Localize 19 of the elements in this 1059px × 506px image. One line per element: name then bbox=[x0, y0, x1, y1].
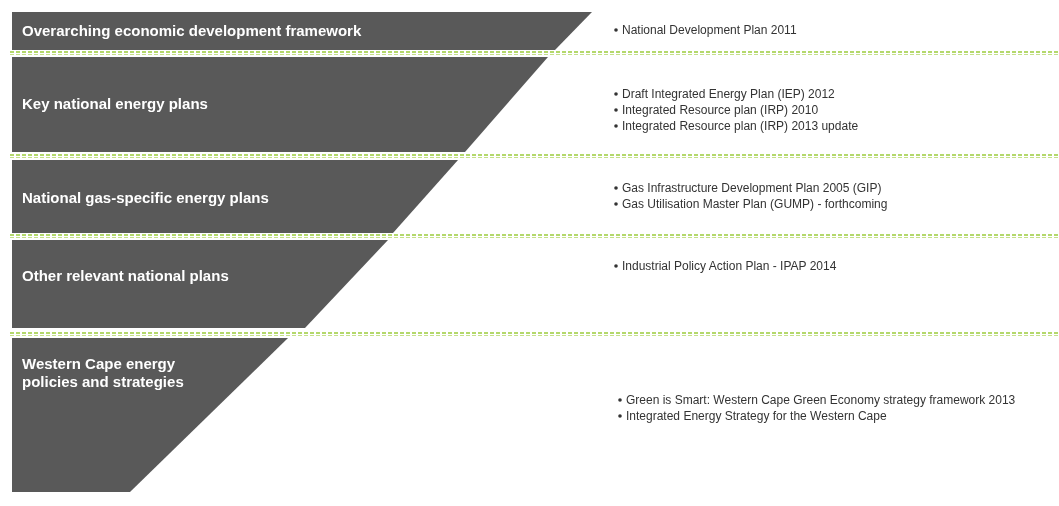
bullet-item: Integrated Resource plan (IRP) 2013 update bbox=[622, 119, 859, 133]
trapezoid-band bbox=[12, 160, 458, 233]
bullet-item: Gas Utilisation Master Plan (GUMP) - forthcoming bbox=[622, 197, 888, 211]
bullet-item: Green is Smart: Western Cape Green Economy strategy framework 2013 bbox=[626, 393, 1016, 407]
bullet-item: Integrated Energy Strategy for the Western Cape bbox=[626, 409, 887, 423]
band-title: Other relevant national plans bbox=[22, 267, 230, 285]
band-title: Key national energy plans bbox=[22, 95, 209, 113]
bullet-item: Draft Integrated Energy Plan (IEP) 2012 bbox=[622, 87, 835, 101]
bullet-item: National Development Plan 2011 bbox=[622, 23, 797, 37]
bullet-item: Industrial Policy Action Plan - IPAP 2014 bbox=[622, 259, 837, 273]
band-title: Overarching economic development framework bbox=[22, 22, 363, 40]
band-title: National gas-specific energy plans bbox=[22, 189, 270, 207]
bullet-item: Gas Infrastructure Development Plan 2005 (GIP) bbox=[622, 181, 882, 195]
band-title: Western Cape energy policies and strategies bbox=[22, 355, 185, 391]
bullet-item: Integrated Resource plan (IRP) 2010 bbox=[622, 103, 819, 117]
trapezoid-band bbox=[12, 12, 592, 50]
trapezoid-band bbox=[12, 57, 548, 152]
trapezoid-band bbox=[12, 240, 388, 328]
trapezoid-band bbox=[12, 338, 288, 492]
